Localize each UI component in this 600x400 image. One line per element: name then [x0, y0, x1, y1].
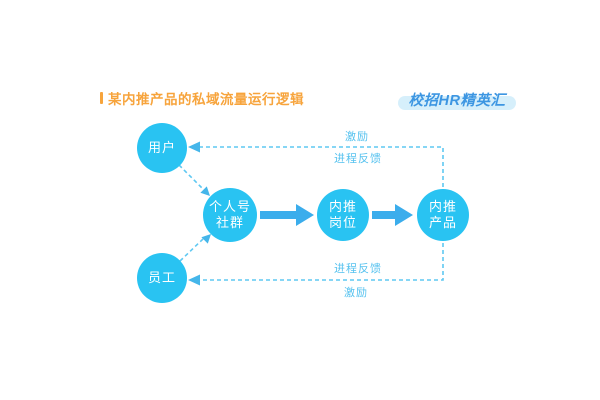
feedback-top-progress-label: 进程反馈 [334, 153, 382, 165]
node-product-label-line1: 内推 [428, 199, 457, 215]
flow-arrow-job-to-product-icon [372, 204, 413, 226]
feedback-bottom-arrowhead-icon [188, 274, 200, 286]
title-accent-bar [100, 92, 103, 104]
feedback-bottom-progress-label: 进程反馈 [334, 263, 382, 275]
feedback-bottom-incentive-label: 激励 [344, 287, 368, 299]
node-job-label-line1: 内推 [328, 199, 357, 215]
node-referral-job: 内推 岗位 [317, 189, 369, 241]
feedback-bottom-line [199, 243, 444, 281]
node-employee: 员工 [137, 253, 187, 303]
feedback-top-incentive-label: 激励 [345, 131, 369, 143]
node-user: 用户 [137, 123, 187, 173]
node-personal-account-community: 个人号 社群 [203, 188, 257, 242]
brand-highlight [398, 96, 516, 110]
node-community-label-line1: 个人号 [208, 199, 251, 215]
page-title: 某内推产品的私域流量运行逻辑 [108, 92, 304, 107]
page-title-block: 某内推产品的私域流量运行逻辑 [100, 88, 304, 108]
employee-to-community-line [179, 238, 204, 262]
feedback-top-arrowhead-icon [188, 141, 200, 153]
node-user-label: 用户 [147, 140, 176, 156]
node-referral-product: 内推 产品 [417, 189, 469, 241]
user-to-community-line [178, 164, 203, 189]
node-job-label-line2: 岗位 [328, 215, 357, 230]
user-to-community-arrowhead-icon [200, 186, 210, 196]
brand-mark: 校招HR精英汇 [398, 89, 516, 110]
employee-to-community-arrowhead-icon [201, 234, 211, 244]
brand-name: 校招HR精英汇 [408, 93, 506, 109]
node-employee-label: 员工 [147, 270, 176, 286]
node-community-label-line2: 社群 [215, 215, 244, 230]
node-product-label-line2: 产品 [428, 215, 457, 230]
flow-arrow-community-to-job-icon [260, 204, 314, 226]
feedback-top-line [199, 146, 444, 187]
